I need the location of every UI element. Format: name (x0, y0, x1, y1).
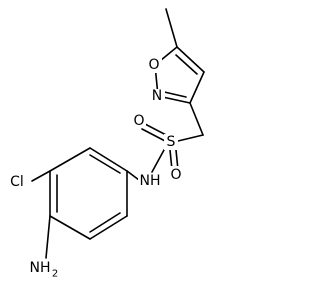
bond-c4-c5 (176, 46, 205, 73)
bond-c5-c6-inner (89, 212, 121, 233)
sulfonyl-oxygen-top-label: O (133, 113, 144, 129)
sulfur-label: S (167, 134, 176, 150)
benzene-ring (49, 147, 128, 240)
bond-ring-cl (31, 170, 51, 182)
bond-ch2-s (177, 134, 204, 142)
amine-subscript-label: 2 (52, 269, 58, 280)
sulfonamide-nh-label: NH (140, 173, 161, 189)
bond-c3-c4 (189, 71, 205, 104)
chlorine-label: Cl (10, 174, 24, 190)
bond-c4-c5 (49, 215, 91, 240)
bond-c5-c6 (89, 215, 128, 240)
bond-s-otop-b (141, 128, 168, 143)
ring-oxygen-label: O (148, 57, 159, 73)
molecule-drawing: O N S O O NH Cl NH 2 (10, 8, 205, 280)
structure-canvas: O N S O O NH Cl NH 2 (10, 8, 205, 280)
bond-c3-ch2 (189, 102, 204, 136)
bond-ring-nh2 (45, 215, 51, 259)
sulfonyl-oxygen-bottom-label: O (170, 167, 181, 183)
isoxazole-ring (154, 8, 205, 104)
bond-c4-c5-double (175, 54, 198, 75)
bond-c5-methyl (165, 8, 178, 48)
bond-nh-ring (126, 170, 140, 181)
ring-nitrogen-label: N (152, 88, 162, 104)
bond-c1-c2 (89, 147, 128, 172)
bond-s-nh (151, 149, 165, 173)
amine-nh-label: NH (30, 260, 51, 276)
bond-c1-c2-inner (89, 154, 121, 174)
bond-c2-c3 (49, 147, 91, 172)
